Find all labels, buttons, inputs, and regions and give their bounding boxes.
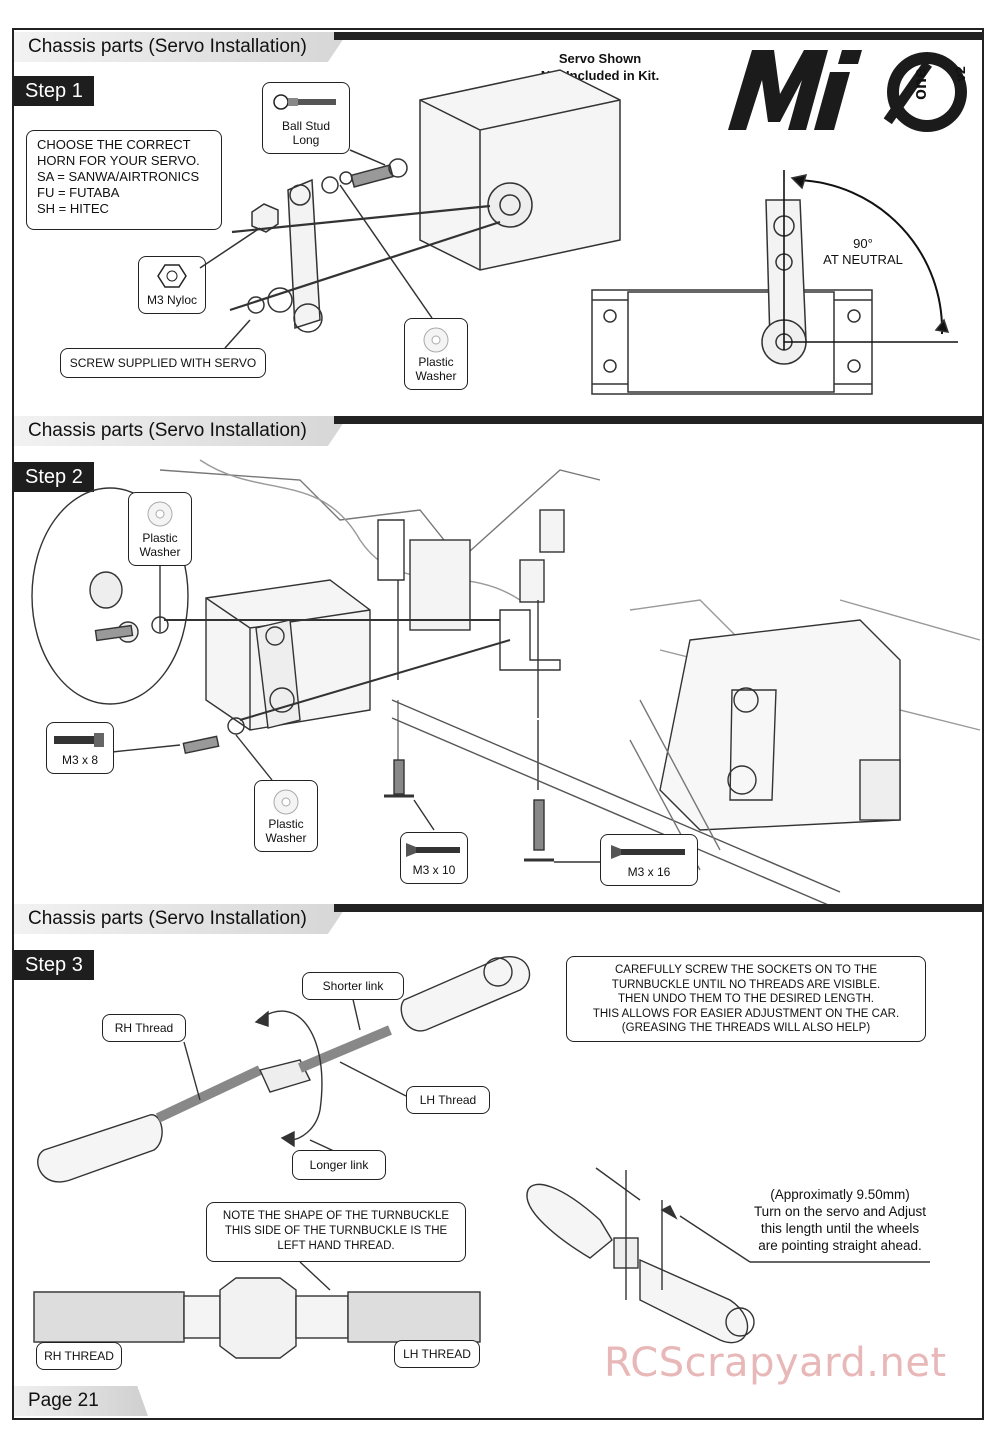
adjust-note-line: (Approximatly 9.50mm) <box>770 1187 910 1202</box>
ball-stud-part: Ball Stud Long <box>262 82 350 154</box>
rh-thread-label: RH Thread <box>102 1014 186 1042</box>
ball-stud-label: Ball Stud <box>281 119 331 133</box>
sockets-note: CAREFULLY SCREW THE SOCKETS ON TO THE TU… <box>566 956 926 1042</box>
ball-stud-sublabel: Long <box>292 133 320 147</box>
step-3-label: Step 3 <box>14 950 94 980</box>
servo-output-spline <box>487 182 533 228</box>
sockets-note-line: (GREASING THE THREADS WILL ALSO HELP) <box>621 1022 871 1034</box>
m3x10-part: M3 x 10 <box>400 832 468 884</box>
horn-note-line: FU = FUTABA <box>37 185 120 200</box>
watermark: RCScrapyard.net <box>604 1340 947 1386</box>
washer-sublabel: Washer <box>139 545 181 559</box>
screw-icon <box>54 736 94 744</box>
washer-label: Plastic <box>268 817 304 831</box>
page-frame <box>12 28 984 1420</box>
nyloc-part: M3 Nyloc <box>138 256 206 314</box>
step-1-illustration <box>199 69 958 395</box>
sockets-note-line: THEN UNDO THEM TO THE DESIRED LENGTH. <box>617 993 874 1005</box>
lh-thread-caps-label: LH THREAD <box>394 1340 480 1368</box>
servo-note-line1: Servo Shown <box>558 51 642 66</box>
adjust-note-line: Turn on the servo and Adjust <box>753 1204 927 1219</box>
m3x10-label: M3 x 10 <box>412 863 456 877</box>
section-2-header: Chassis parts (Servo Installation) <box>14 416 982 446</box>
mi-one-v2-logo: one v2 <box>722 42 972 137</box>
section-3-title: Chassis parts (Servo Installation) <box>14 904 348 934</box>
washer-sublabel: Washer <box>415 369 457 383</box>
plastic-washer-top: Plastic Washer <box>128 492 192 566</box>
m3x16-part: M3 x 16 <box>600 834 698 886</box>
section-1-header: Chassis parts (Servo Installation) <box>14 32 982 62</box>
step-1-label: Step 1 <box>14 76 94 106</box>
servo-note: Servo Shown Not Included in Kit. <box>520 50 680 84</box>
angle-value: 90° <box>853 236 873 251</box>
section-1-bar <box>334 32 982 40</box>
section-1-title: Chassis parts (Servo Installation) <box>14 32 348 62</box>
shorter-link-label: Shorter link <box>302 972 404 1000</box>
section-2-title: Chassis parts (Servo Installation) <box>14 416 348 446</box>
nyloc-label: M3 Nyloc <box>146 293 197 307</box>
horn-spline <box>293 303 323 333</box>
sockets-note-line: CAREFULLY SCREW THE SOCKETS ON TO THE <box>614 964 877 976</box>
washer-label: Plastic <box>142 531 178 545</box>
lh-thread-label: LH Thread <box>406 1086 490 1114</box>
horn-note-line: CHOOSE THE CORRECT <box>37 137 191 152</box>
washer-label: Plastic <box>418 355 454 369</box>
m3x16-label: M3 x 16 <box>627 865 671 879</box>
servo-horn <box>287 178 321 330</box>
section-3-bar <box>334 904 982 912</box>
horn-note-line: SA = SANWA/AIRTRONICS <box>37 169 200 184</box>
rh-thread-caps-label: RH THREAD <box>36 1342 122 1370</box>
longer-link-label: Longer link <box>292 1150 386 1180</box>
horn-note-box: CHOOSE THE CORRECT HORN FOR YOUR SERVO. … <box>26 130 222 230</box>
servo-body <box>419 69 621 271</box>
nut-icon <box>157 264 187 288</box>
adjust-note-line: this length until the wheels <box>760 1221 920 1236</box>
neutral-angle-label: 90° AT NEUTRAL <box>818 236 908 268</box>
adjust-note-line: are pointing straight ahead. <box>758 1238 922 1253</box>
sockets-note-line: THIS ALLOWS FOR EASIER ADJUSTMENT ON THE… <box>592 1007 900 1020</box>
plastic-washer-part-1: Plastic Washer <box>404 318 468 390</box>
washer-sublabel: Washer <box>265 831 307 845</box>
horn-note-line: HORN FOR YOUR SERVO. <box>37 153 200 168</box>
turnbuckle-note-line: THIS SIDE OF THE TURNBUCKLE IS THE <box>224 1225 448 1237</box>
m3x8-label: M3 x 8 <box>61 753 98 767</box>
countersunk-screw-icon <box>406 843 416 857</box>
step-2-label: Step 2 <box>14 462 94 492</box>
page-number: Page 21 <box>14 1386 148 1416</box>
turnbuckle-note-line: NOTE THE SHAPE OF THE TURNBUCKLE <box>222 1210 450 1222</box>
countersunk-screw-icon <box>611 845 621 859</box>
turnbuckle-note: NOTE THE SHAPE OF THE TURNBUCKLE THIS SI… <box>206 1202 466 1262</box>
m3x8-part: M3 x 8 <box>46 722 114 774</box>
turnbuckle-note-line: LEFT HAND THREAD. <box>277 1240 395 1252</box>
screw-note: SCREW SUPPLIED WITH SERVO <box>60 348 266 378</box>
section-2-bar <box>334 416 982 424</box>
angle-caption: AT NEUTRAL <box>823 252 903 267</box>
plastic-washer-bottom: Plastic Washer <box>254 780 318 852</box>
adjust-note: (Approximatly 9.50mm) Turn on the servo … <box>740 1186 940 1254</box>
sockets-note-line: TURNBUCKLE UNTIL NO THREADS ARE VISIBLE. <box>611 978 881 991</box>
horn-note-line: SH = HITEC <box>37 201 109 216</box>
section-3-header: Chassis parts (Servo Installation) <box>14 904 982 934</box>
